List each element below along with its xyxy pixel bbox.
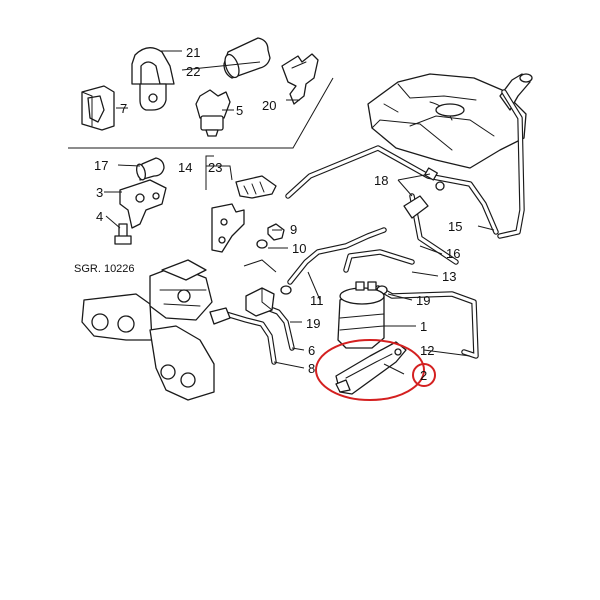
callout-11: 11 — [310, 293, 324, 308]
callout-5: 5 — [236, 103, 243, 118]
part-21-clip[interactable] — [131, 47, 175, 111]
part-20-bracket[interactable] — [281, 53, 319, 105]
reference-code: SGR. 10226 — [74, 263, 135, 275]
callout-20: 20 — [262, 98, 276, 113]
callout-18: 18 — [374, 173, 388, 188]
callout-6: 6 — [308, 343, 315, 358]
callout-8: 8 — [308, 361, 315, 376]
callout-12: 12 — [420, 343, 434, 358]
part-10-washer[interactable] — [256, 239, 268, 249]
callout-7: 7 — [120, 101, 127, 116]
callout-1: 1 — [420, 319, 427, 334]
callout-9: 9 — [290, 222, 297, 237]
part-4-bolt[interactable] — [114, 223, 132, 245]
callout-16: 16 — [446, 246, 460, 261]
callout-10: 10 — [292, 241, 306, 256]
callout-21: 21 — [186, 45, 200, 60]
solenoid-valve[interactable] — [243, 259, 277, 317]
callout-2: 2 — [420, 368, 427, 383]
part-2-bracket[interactable] — [335, 341, 407, 395]
leader-lines — [104, 50, 495, 375]
highlight-circle — [412, 363, 436, 387]
part-14-bracket-group[interactable] — [205, 155, 245, 253]
callout-15: 15 — [448, 219, 462, 234]
part-23-clip[interactable] — [235, 175, 277, 199]
intake-manifold — [81, 259, 231, 401]
part-22-hose[interactable] — [222, 37, 271, 79]
part-7-mount[interactable] — [81, 85, 115, 131]
callout-4: 4 — [96, 209, 103, 224]
callout-17: 17 — [94, 158, 108, 173]
callout-13: 13 — [442, 269, 456, 284]
callout-labels: 21 22 7 5 20 17 14 23 3 4 9 10 18 15 16 … — [74, 45, 462, 383]
fuel-tank — [367, 73, 527, 169]
part-9-nut[interactable] — [267, 223, 285, 241]
callout-19-left: 19 — [306, 316, 320, 331]
callout-22: 22 — [186, 64, 200, 79]
inset-frame — [68, 77, 334, 149]
part-3-bracket[interactable] — [119, 179, 167, 229]
highlight-ellipse — [315, 339, 425, 401]
part-19-fitting-a[interactable] — [280, 285, 292, 295]
part-1-canister[interactable] — [337, 281, 385, 349]
callout-14: 14 — [178, 160, 192, 175]
part-5-valve[interactable] — [195, 89, 231, 137]
part-18-valve[interactable] — [403, 167, 445, 219]
callout-3: 3 — [96, 185, 103, 200]
callout-23: 23 — [208, 160, 222, 175]
callout-19-right: 19 — [416, 293, 430, 308]
part-17-tube[interactable] — [135, 157, 165, 181]
